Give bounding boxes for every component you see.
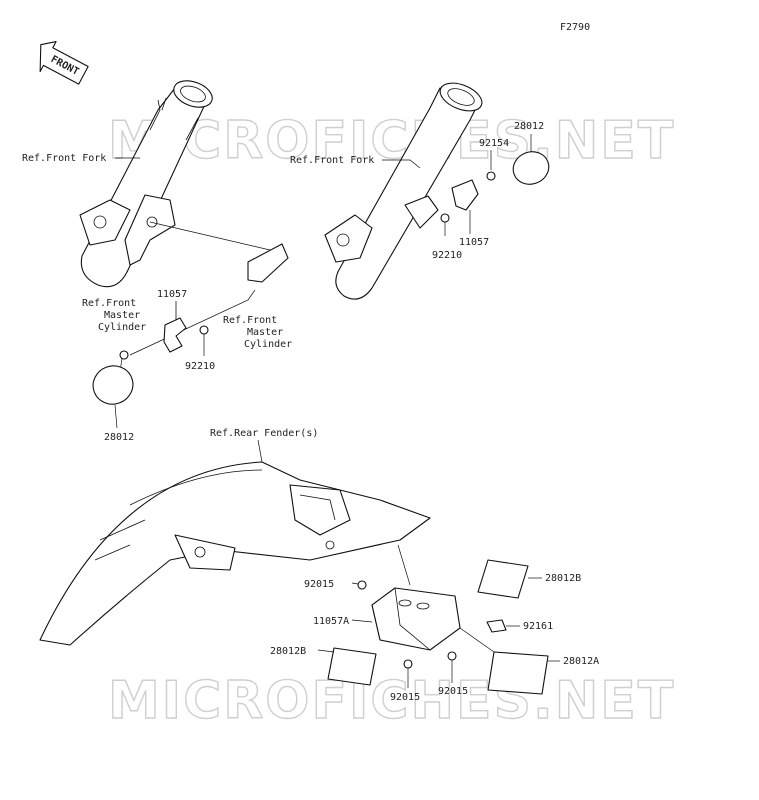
left-bracket-assembly — [92, 221, 289, 429]
label-ref-front-fork-left: Ref.Front Fork — [22, 153, 106, 164]
label-ref-fmc-left-1: Ref.Front — [82, 298, 136, 309]
label-28012-right: 28012 — [514, 121, 544, 132]
label-ref-fmc-left-3: Cylinder — [98, 322, 146, 333]
left-front-fork — [79, 80, 213, 288]
label-92015-bottom-right: 92015 — [438, 686, 468, 697]
label-ref-fmc-left-2: Master — [104, 310, 140, 321]
license-bracket-assembly — [317, 544, 560, 695]
watermark-top: MICROFICHES.NET — [108, 111, 675, 171]
front-arrow-icon: FRONT — [39, 40, 89, 85]
label-ref-front-fork-right: Ref.Front Fork — [290, 155, 374, 166]
label-92015-bottom-left: 92015 — [390, 692, 420, 703]
right-front-fork — [324, 82, 550, 300]
label-28012B-left: 28012B — [270, 646, 306, 657]
label-92161: 92161 — [523, 621, 553, 632]
label-11057-left: 11057 — [157, 289, 187, 300]
label-ref-rear-fender: Ref.Rear Fender(s) — [210, 428, 318, 439]
label-28012B-right: 28012B — [545, 573, 581, 584]
label-ref-fmc-right-3: Cylinder — [244, 339, 292, 350]
label-28012-left: 28012 — [104, 432, 134, 443]
label-92015-top: 92015 — [304, 579, 334, 590]
rear-fender — [39, 439, 431, 646]
label-92210-right: 92210 — [432, 250, 462, 261]
label-28012A: 28012A — [563, 656, 599, 667]
label-92210-left: 92210 — [185, 361, 215, 372]
label-ref-fmc-right-2: Master — [247, 327, 283, 338]
watermark-bottom: MICROFICHES.NET — [108, 671, 675, 731]
label-92154: 92154 — [479, 138, 509, 149]
label-ref-fmc-right-1: Ref.Front — [223, 315, 277, 326]
label-11057A: 11057A — [313, 616, 349, 627]
figure-code: F2790 — [560, 22, 590, 33]
label-11057-right: 11057 — [459, 237, 489, 248]
